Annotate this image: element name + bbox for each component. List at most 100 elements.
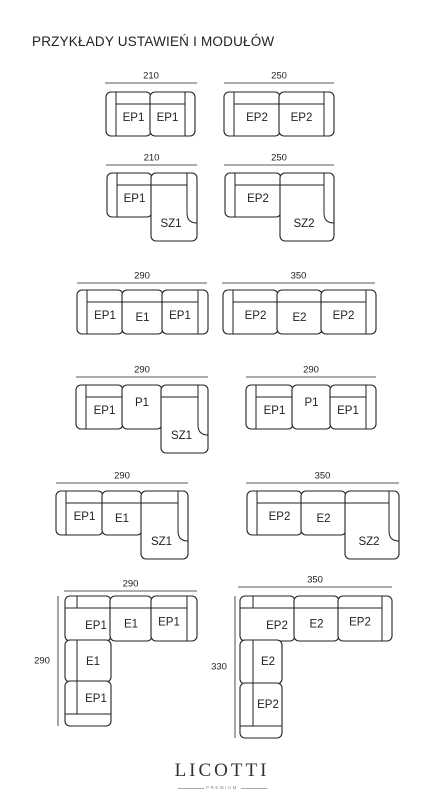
module-label: EP1 [337, 405, 359, 417]
module-ep2: EP2 [320, 289, 377, 335]
module-ep1: EP1 [64, 595, 112, 642]
module-label: EP2 [333, 310, 355, 322]
module-label: EP1 [94, 405, 116, 417]
module-label: SZ1 [171, 430, 192, 442]
module-ep1: EP1 [105, 91, 152, 137]
module-sz2: SZ2 [279, 172, 335, 242]
brand-logo: LICOTTI [174, 760, 270, 781]
module-e2: E2 [276, 289, 323, 335]
dimension-width: 350 [291, 271, 307, 282]
module-p1: P1 [291, 384, 332, 430]
dimension-width: 290 [123, 579, 139, 590]
module-label: EP1 [158, 617, 180, 629]
module-label: E2 [292, 312, 306, 324]
module-label: E2 [261, 656, 275, 668]
module-ep2: EP2 [246, 490, 303, 536]
module-ep1: EP1 [329, 384, 377, 430]
dimension-width: 290 [303, 365, 319, 376]
module-ep2: EP2 [222, 289, 279, 335]
module-e2: E2 [239, 639, 283, 685]
module-label: EP1 [157, 112, 179, 124]
module-e2: E2 [300, 490, 347, 536]
module-p1: P1 [121, 384, 163, 430]
module-ep1: EP1 [150, 595, 198, 642]
module-label: SZ2 [358, 536, 379, 548]
dimension-width: 250 [271, 153, 287, 164]
module-e1: E1 [121, 289, 164, 335]
module-label: EP2 [349, 617, 371, 629]
module-ep1: EP1 [64, 680, 112, 727]
module-label: EP1 [169, 310, 191, 322]
module-ep1: EP1 [161, 289, 209, 335]
module-label: EP1 [74, 511, 96, 523]
module-sz1: SZ1 [140, 490, 189, 560]
module-label: SZ1 [160, 218, 181, 230]
dimension-width: 290 [134, 271, 150, 282]
module-e1: E1 [64, 639, 112, 683]
module-label: EP2 [269, 511, 291, 523]
module-e1: E1 [101, 490, 143, 536]
module-sz1: SZ1 [150, 172, 198, 242]
module-label: E1 [124, 619, 138, 631]
module-ep2: EP2 [337, 595, 393, 642]
module-ep1: EP1 [76, 289, 124, 335]
logo-rule-left [178, 788, 204, 789]
dimension-width: 350 [315, 471, 331, 482]
module-label: EP1 [85, 693, 107, 705]
module-label: EP2 [245, 310, 267, 322]
dimension-width: 210 [144, 153, 160, 164]
dimension-width: 290 [114, 471, 130, 482]
module-ep1: EP1 [75, 384, 124, 430]
module-label: EP1 [124, 193, 146, 205]
module-label: E2 [316, 513, 330, 525]
dimension-width: 210 [143, 71, 159, 82]
module-label: E1 [115, 513, 129, 525]
module-label: SZ2 [293, 218, 314, 230]
module-ep2: EP2 [239, 595, 296, 642]
logo-rule-right [241, 788, 267, 789]
dimension-width: 290 [134, 365, 150, 376]
brand-tagline: PREMIUM [206, 785, 238, 790]
module-label: EP1 [94, 310, 116, 322]
module-label: EP1 [264, 405, 286, 417]
module-e1: E1 [109, 595, 153, 642]
module-e2: E2 [293, 595, 340, 642]
module-label: EP2 [246, 112, 268, 124]
module-ep1: EP1 [149, 91, 196, 137]
dimension-width: 250 [271, 71, 287, 82]
dimension-height: 330 [211, 662, 227, 673]
module-sz1: SZ1 [160, 384, 209, 454]
module-label: EP1 [85, 620, 107, 632]
module-label: EP2 [291, 112, 313, 124]
module-ep1: EP1 [55, 490, 104, 536]
module-label: EP2 [257, 699, 279, 711]
module-ep2: EP2 [239, 682, 283, 739]
module-label: E1 [135, 312, 149, 324]
module-ep1: EP1 [106, 172, 153, 218]
module-label: P1 [135, 397, 149, 409]
module-label: EP2 [266, 620, 288, 632]
page-title: PRZYKŁADY USTAWIEŃ I MODUŁÓW [32, 34, 275, 49]
module-sz2: SZ2 [344, 490, 400, 560]
module-label: E1 [86, 656, 100, 668]
module-ep2: EP2 [223, 91, 281, 137]
module-label: EP1 [123, 112, 145, 124]
module-ep2: EP2 [224, 172, 282, 218]
module-label: SZ1 [151, 536, 172, 548]
module-label: EP2 [247, 193, 269, 205]
dimension-width: 350 [307, 575, 323, 586]
module-label: E2 [309, 619, 323, 631]
